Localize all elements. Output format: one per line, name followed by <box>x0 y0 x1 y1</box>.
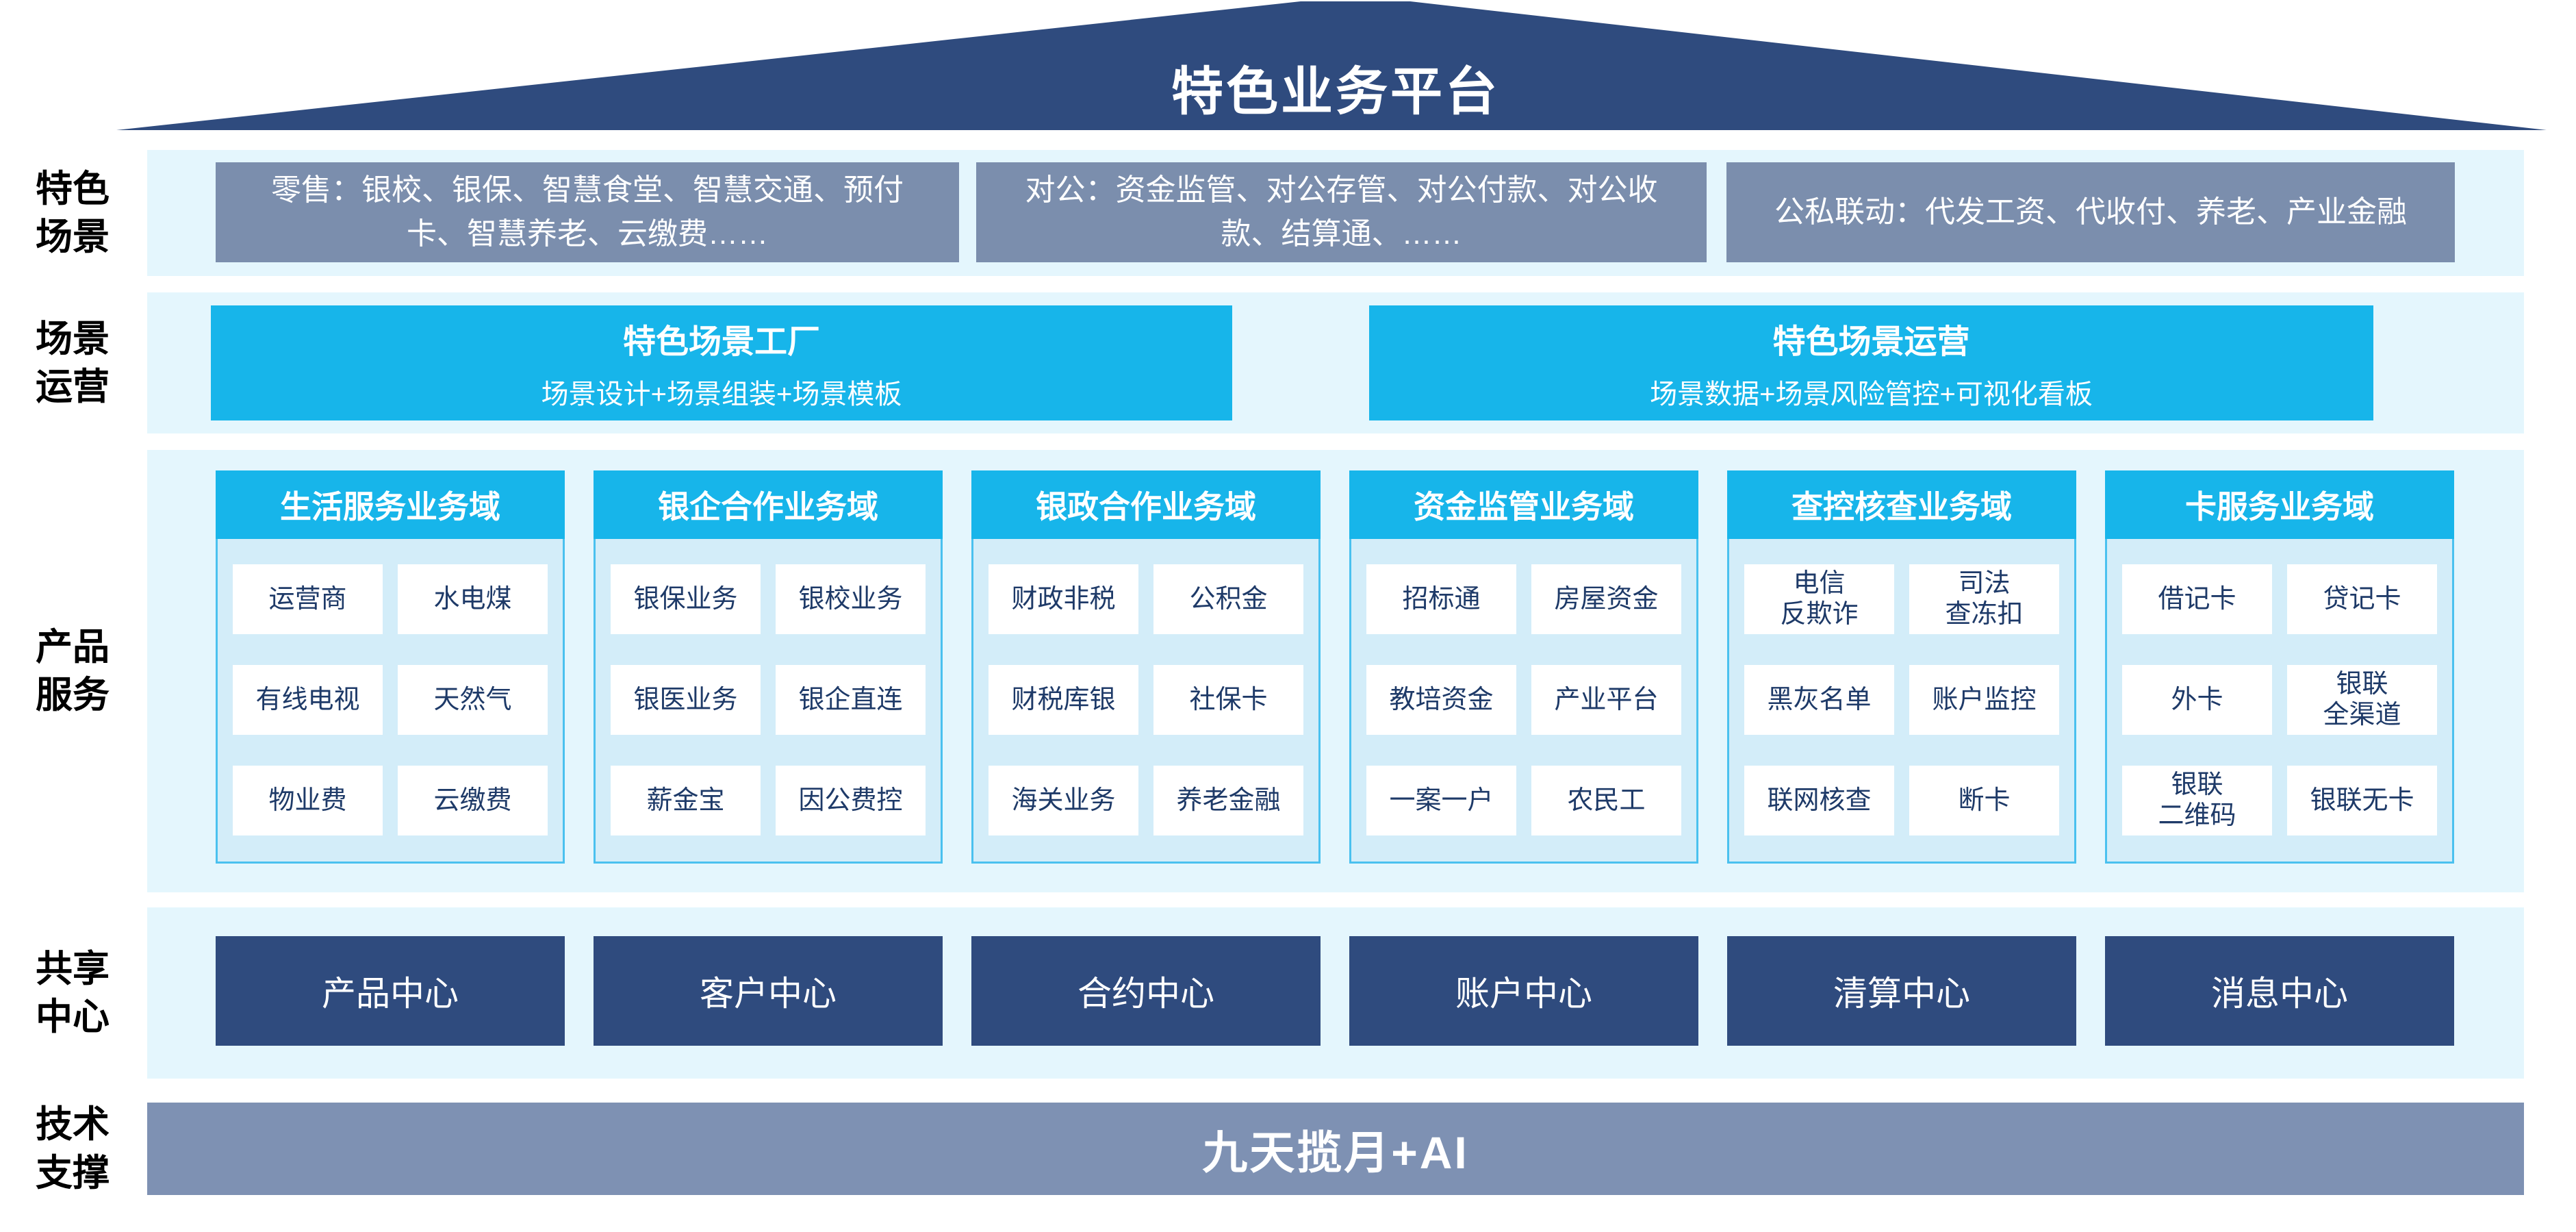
domain-column-life-services: 生活服务业务域 运营商 水电煤 有线电视 天然气 物业费 云缴费 <box>216 470 565 864</box>
domain-item: 财税库银 <box>989 665 1138 735</box>
domain-item: 因公费控 <box>776 766 926 835</box>
operations-row: 特色场景工厂 场景设计+场景组装+场景模板 特色场景运营 场景数据+场景风险管控… <box>147 292 2524 433</box>
domain-item: 房屋资金 <box>1531 564 1681 634</box>
domain-item: 银企直连 <box>776 665 926 735</box>
domain-item: 产业平台 <box>1531 665 1681 735</box>
domain-item: 联网核查 <box>1744 766 1894 835</box>
product-columns: 生活服务业务域 运营商 水电煤 有线电视 天然气 物业费 云缴费 银企合作业务域… <box>216 470 2454 864</box>
domain-body: 财政非税 公积金 财税库银 社保卡 海关业务 养老金融 <box>973 539 1318 862</box>
domain-header: 银政合作业务域 <box>971 470 1321 539</box>
domain-item: 黑灰名单 <box>1744 665 1894 735</box>
domain-column-bank-government: 银政合作业务域 财政非税 公积金 财税库银 社保卡 海关业务 养老金融 <box>971 470 1321 864</box>
center-account: 账户中心 <box>1349 936 1698 1046</box>
center-product: 产品中心 <box>216 936 565 1046</box>
domain-body: 借记卡 贷记卡 外卡 银联 全渠道 银联 二维码 银联无卡 <box>2107 539 2452 862</box>
domain-column-bank-enterprise: 银企合作业务域 银保业务 银校业务 银医业务 银企直连 薪金宝 因公费控 <box>594 470 943 864</box>
domain-item: 借记卡 <box>2122 564 2272 634</box>
rail-label-scenes: 特色 场景 <box>36 168 110 257</box>
domain-body: 电信 反欺诈 司法 查冻扣 黑灰名单 账户监控 联网核查 断卡 <box>1729 539 2074 862</box>
scene-box-corporate: 对公：资金监管、对公存管、对公付款、对公收款、结算通、…… <box>976 162 1707 262</box>
domain-item: 运营商 <box>233 564 383 634</box>
domain-header: 查控核查业务域 <box>1727 470 2076 539</box>
scene-factory-box: 特色场景工厂 场景设计+场景组装+场景模板 <box>211 305 1232 420</box>
scene-operation-box: 特色场景运营 场景数据+场景风险管控+可视化看板 <box>1369 305 2373 420</box>
tech-support-bar: 九天揽月+AI <box>147 1103 2524 1195</box>
domain-item: 薪金宝 <box>611 766 761 835</box>
domain-item: 司法 查冻扣 <box>1909 564 2059 634</box>
domain-body: 招标通 房屋资金 教培资金 产业平台 一案一户 农民工 <box>1351 539 1696 862</box>
domain-item: 银联 全渠道 <box>2287 665 2437 735</box>
scene-box-retail: 零售：银校、银保、智慧食堂、智慧交通、预付卡、智慧养老、云缴费…… <box>216 162 959 262</box>
rail-label-products: 产品 服务 <box>36 626 110 716</box>
rail-label-shared: 共享 中心 <box>36 948 110 1038</box>
platform-title: 特色业务平台 <box>1171 63 1500 121</box>
domain-item: 养老金融 <box>1153 766 1303 835</box>
domain-body: 运营商 水电煤 有线电视 天然气 物业费 云缴费 <box>218 539 563 862</box>
domain-item: 公积金 <box>1153 564 1303 634</box>
domain-item: 银联 二维码 <box>2122 766 2272 835</box>
center-message: 消息中心 <box>2105 936 2454 1046</box>
domain-item: 电信 反欺诈 <box>1744 564 1894 634</box>
center-clearing: 清算中心 <box>1727 936 2076 1046</box>
domain-body: 银保业务 银校业务 银医业务 银企直连 薪金宝 因公费控 <box>596 539 941 862</box>
domain-item: 云缴费 <box>398 766 548 835</box>
domain-item: 外卡 <box>2122 665 2272 735</box>
rail-label-tech: 技术 支撑 <box>36 1104 110 1194</box>
domain-item: 银保业务 <box>611 564 761 634</box>
domain-item: 财政非税 <box>989 564 1138 634</box>
domain-item: 断卡 <box>1909 766 2059 835</box>
domain-item: 银医业务 <box>611 665 761 735</box>
scene-operation-title: 特色场景运营 <box>1772 324 1970 361</box>
domain-item: 水电煤 <box>398 564 548 634</box>
shared-centers: 产品中心 客户中心 合约中心 账户中心 清算中心 消息中心 <box>216 936 2454 1046</box>
products-row: 生活服务业务域 运营商 水电煤 有线电视 天然气 物业费 云缴费 银企合作业务域… <box>147 450 2524 892</box>
domain-header: 生活服务业务域 <box>216 470 565 539</box>
scene-box-public-private: 公私联动：代发工资、代收付、养老、产业金融 <box>1726 162 2455 262</box>
scene-operation-subtitle: 场景数据+场景风险管控+可视化看板 <box>1650 379 2093 410</box>
domain-item: 银联无卡 <box>2287 766 2437 835</box>
domain-item: 招标通 <box>1366 564 1516 634</box>
domain-header: 银企合作业务域 <box>594 470 943 539</box>
scene-factory-subtitle: 场景设计+场景组装+场景模板 <box>541 379 902 410</box>
domain-item: 教培资金 <box>1366 665 1516 735</box>
domain-header: 资金监管业务域 <box>1349 470 1698 539</box>
domain-item: 物业费 <box>233 766 383 835</box>
domain-column-inquiry-control: 查控核查业务域 电信 反欺诈 司法 查冻扣 黑灰名单 账户监控 联网核查 断卡 <box>1727 470 2076 864</box>
domain-item: 有线电视 <box>233 665 383 735</box>
domain-item: 贷记卡 <box>2287 564 2437 634</box>
domain-item: 银校业务 <box>776 564 926 634</box>
domain-item: 天然气 <box>398 665 548 735</box>
scene-factory-title: 特色场景工厂 <box>622 324 820 361</box>
center-customer: 客户中心 <box>594 936 943 1046</box>
domain-item: 海关业务 <box>989 766 1138 835</box>
domain-header: 卡服务业务域 <box>2105 470 2454 539</box>
domain-item: 农民工 <box>1531 766 1681 835</box>
shared-centers-row: 产品中心 客户中心 合约中心 账户中心 清算中心 消息中心 <box>147 907 2524 1079</box>
domain-column-card-services: 卡服务业务域 借记卡 贷记卡 外卡 银联 全渠道 银联 二维码 银联无卡 <box>2105 470 2454 864</box>
domain-item: 一案一户 <box>1366 766 1516 835</box>
domain-column-fund-supervision: 资金监管业务域 招标通 房屋资金 教培资金 产业平台 一案一户 农民工 <box>1349 470 1698 864</box>
domain-item: 账户监控 <box>1909 665 2059 735</box>
scenes-row: 零售：银校、银保、智慧食堂、智慧交通、预付卡、智慧养老、云缴费…… 对公：资金监… <box>147 150 2524 276</box>
rail-label-operations: 场景 运营 <box>36 318 110 407</box>
domain-item: 社保卡 <box>1153 665 1303 735</box>
center-contract: 合约中心 <box>971 936 1321 1046</box>
